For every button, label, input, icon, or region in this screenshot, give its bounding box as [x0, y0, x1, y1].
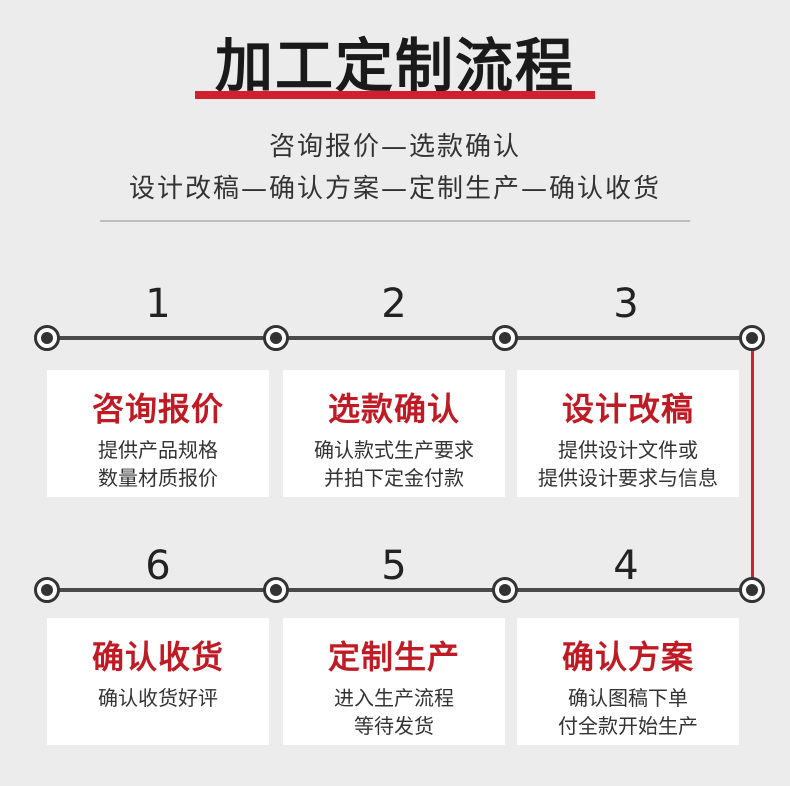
step-number: 4: [613, 543, 639, 589]
step-number: 5: [381, 543, 407, 589]
step-desc: 并拍下定金付款: [324, 466, 464, 490]
timeline-node: [739, 325, 765, 351]
step-desc: 确认图稿下单: [568, 686, 688, 710]
timeline-connector: [751, 338, 754, 590]
step-title: 咨询报价: [91, 390, 224, 428]
step-title: 设计改稿: [561, 390, 694, 428]
step-card-1: 咨询报价 提供产品规格 数量材质报价: [47, 370, 269, 497]
step-card-2: 选款确认 确认款式生产要求 并拍下定金付款: [283, 370, 505, 497]
step-card-5: 定制生产 进入生产流程 等待发货: [283, 618, 505, 745]
step-desc: 提供设计要求与信息: [538, 466, 718, 490]
step-desc: 付全款开始生产: [558, 714, 698, 738]
subtitle-line-1: 咨询报价—选款确认: [268, 132, 521, 162]
step-title: 选款确认: [327, 390, 460, 428]
step-desc: 提供产品规格: [98, 438, 218, 462]
step-number: 3: [613, 281, 639, 327]
step-title: 确认收货: [91, 638, 224, 676]
step-card-3: 设计改稿 提供设计文件或 提供设计要求与信息: [517, 370, 739, 497]
step-desc: 数量材质报价: [98, 466, 218, 490]
timeline-row-1: [47, 336, 753, 340]
step-desc: 进入生产流程: [334, 686, 454, 710]
timeline-node: [34, 325, 60, 351]
timeline-node: [263, 577, 289, 603]
timeline-node: [34, 577, 60, 603]
timeline-node: [263, 325, 289, 351]
page-title: 加工定制流程: [214, 32, 575, 100]
timeline-node: [492, 577, 518, 603]
title-underline: [195, 91, 595, 99]
step-desc: 确认款式生产要求: [314, 438, 474, 462]
step-number: 2: [381, 281, 407, 327]
step-card-4: 确认方案 确认图稿下单 付全款开始生产: [517, 618, 739, 745]
subtitle-line-2: 设计改稿—确认方案—定制生产—确认收货: [128, 174, 661, 204]
timeline-row-2: [47, 588, 753, 592]
step-title: 确认方案: [561, 638, 694, 676]
step-number: 1: [145, 281, 171, 327]
step-card-6: 确认收货 确认收货好评: [47, 618, 269, 745]
step-desc: 等待发货: [354, 714, 434, 738]
step-desc: 提供设计文件或: [558, 438, 698, 462]
step-number: 6: [145, 543, 171, 589]
timeline-node: [739, 577, 765, 603]
timeline-node: [492, 325, 518, 351]
step-title: 定制生产: [327, 638, 460, 676]
step-desc: 确认收货好评: [98, 686, 218, 710]
divider: [100, 220, 690, 222]
